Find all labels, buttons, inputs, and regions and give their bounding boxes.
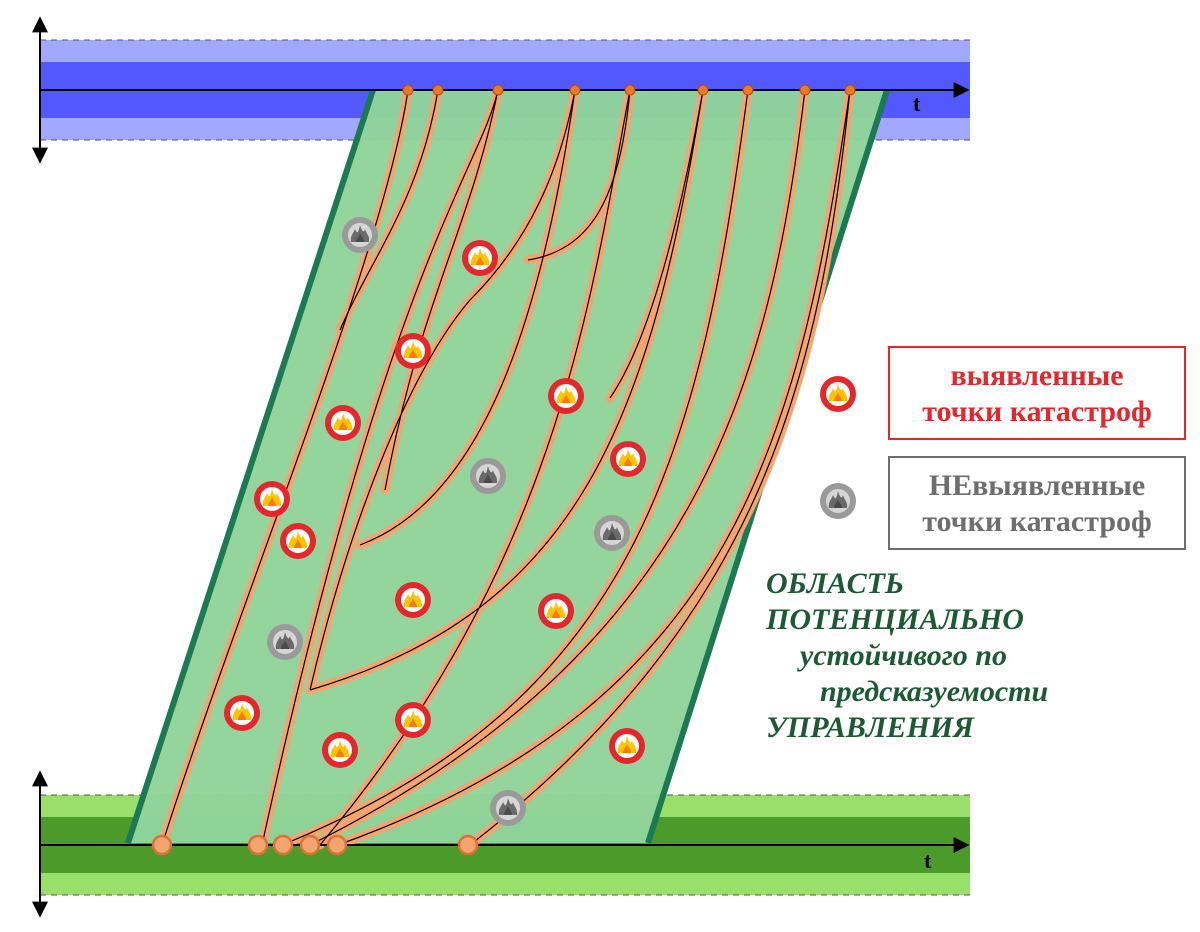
top-endpoint xyxy=(432,84,444,96)
legend-fire-icon xyxy=(820,376,856,412)
bottom-endpoint xyxy=(247,834,269,856)
legend-undetected: НЕвыявленные точки катастроф xyxy=(888,456,1186,550)
bottom-endpoint xyxy=(272,834,294,856)
bottom-endpoints xyxy=(151,834,479,856)
top-endpoint xyxy=(569,84,581,96)
fire-icon xyxy=(462,240,498,276)
top-endpoint xyxy=(402,84,414,96)
fire-icon xyxy=(280,523,316,559)
legend-detected-line2: точки катастроф xyxy=(922,395,1152,428)
legend-fire-icon-grey xyxy=(820,483,856,519)
trajectory-line xyxy=(359,89,576,546)
bottom-endpoint xyxy=(151,834,173,856)
region-label-line2: ПОТЕНЦИАЛЬНО xyxy=(766,603,1024,636)
fire-icon xyxy=(395,702,431,738)
bottom-endpoint xyxy=(457,834,479,856)
bottom-axis-label: t xyxy=(924,848,932,873)
trajectory-line xyxy=(261,89,499,846)
legend-icons xyxy=(820,376,856,519)
fire-icon-grey xyxy=(490,790,526,826)
fire-icon xyxy=(538,593,574,629)
trajectory-line xyxy=(161,89,409,846)
trajectory-line xyxy=(309,89,806,846)
bottom-endpoint xyxy=(326,834,348,856)
region-label-line4: предсказуемости xyxy=(820,675,1049,708)
fire-icon xyxy=(322,732,358,768)
fire-icon xyxy=(395,333,431,369)
fire-icon xyxy=(610,441,646,477)
trajectory-line xyxy=(281,89,749,846)
fire-icon xyxy=(609,728,645,764)
top-endpoint xyxy=(697,84,709,96)
region-label-line3: устойчивого по xyxy=(800,639,1007,672)
region-label-line1: ОБЛАСТЬ xyxy=(766,567,904,600)
trajectory-line xyxy=(337,89,851,846)
fire-icon xyxy=(325,405,361,441)
top-endpoint xyxy=(624,84,636,96)
legend-undetected-line2: точки катастроф xyxy=(922,505,1152,538)
fire-icon-grey xyxy=(470,458,506,494)
fire-icon xyxy=(254,481,290,517)
legend-undetected-line1: НЕвыявленные xyxy=(928,469,1146,502)
fire-icon xyxy=(224,695,260,731)
top-endpoint xyxy=(492,84,504,96)
trajectory-line xyxy=(339,89,439,331)
trajectory-line xyxy=(309,89,704,691)
trajectory-line xyxy=(469,89,851,846)
top-endpoint xyxy=(799,84,811,96)
fire-icon-grey xyxy=(342,217,378,253)
bottom-axis xyxy=(32,770,970,918)
trajectory-line xyxy=(527,89,631,261)
legend-detected: выявленные точки катастроф xyxy=(888,346,1186,440)
fire-icon-grey xyxy=(594,515,630,551)
top-endpoints xyxy=(402,84,856,96)
region-label: ОБЛАСТЬ ПОТЕНЦИАЛЬНО устойчивого по пред… xyxy=(766,566,1076,746)
top-axis-label: t xyxy=(913,91,921,116)
region-label-line5: УПРАВЛЕНИЯ xyxy=(766,711,974,744)
trajectory-line xyxy=(384,89,499,491)
fire-icon xyxy=(548,378,584,414)
top-axis xyxy=(32,16,970,164)
region-left-edge xyxy=(125,89,376,844)
fire-icon-grey xyxy=(267,624,303,660)
top-endpoint xyxy=(844,84,856,96)
trajectory-line xyxy=(309,89,576,691)
trajectory-line xyxy=(609,89,704,399)
fire-icon xyxy=(395,582,431,618)
legend-detected-line1: выявленные xyxy=(950,359,1124,392)
trajectories xyxy=(157,85,855,850)
catastrophe-points xyxy=(224,217,646,826)
top-endpoint xyxy=(742,84,754,96)
bottom-endpoint xyxy=(299,834,321,856)
